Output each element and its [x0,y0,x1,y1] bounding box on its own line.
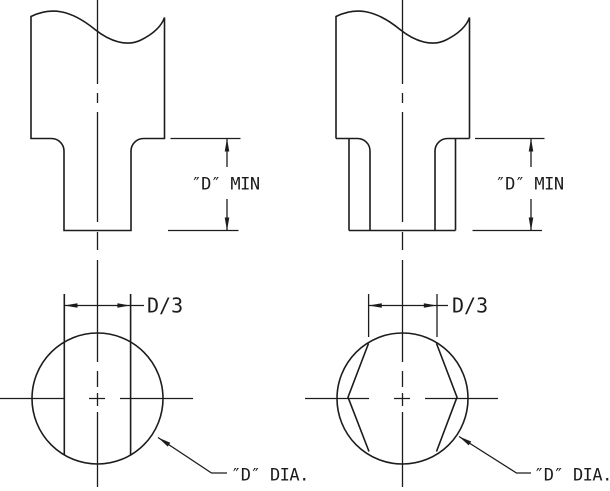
dim-label-d-min: ″D″ MIN [495,175,563,195]
leader-label-d-dia: ″D″ DIA. [534,466,610,486]
leader-d-dia: ″D″ DIA. [157,436,309,486]
dimension-d-min: ″D″ MIN [168,137,260,232]
dimension-d3: D/3 [368,294,488,318]
arrowhead-left-icon [64,303,78,308]
shaft-outline [30,10,166,232]
hex-flat-lines [347,343,458,452]
arrowhead-right-icon [117,303,131,308]
dim-label-d3: D/3 [452,294,488,318]
leader-line [458,435,531,474]
end-view-right: D/3 ″D″ DIA. [305,260,610,487]
flat-chord-lines [63,294,132,455]
dim-label-d3: D/3 [147,294,183,318]
flat-extension-lines [367,294,438,337]
arrowhead-down-icon [224,217,230,231]
leader-line [157,436,227,474]
leader-d-dia: ″D″ DIA. [458,435,610,486]
pin-flat-lines [356,137,448,231]
leader-arrowhead-icon [158,437,171,447]
dim-label-d-min: ″D″ MIN [191,175,259,195]
leader-label-d-dia: ″D″ DIA. [231,466,309,486]
dimension-d3: D/3 [64,294,183,318]
side-view-right: ″D″ MIN [335,0,564,250]
leader-arrowhead-icon [459,436,472,446]
pin-corner-lines [348,138,457,231]
end-view-left: D/3 ″D″ DIA. [0,260,309,487]
dimension-d-min: ″D″ MIN [472,137,564,232]
arrowhead-right-icon [423,303,437,308]
side-view-left: ″D″ MIN [30,0,260,250]
arrowhead-up-icon [528,138,534,152]
arrowhead-down-icon [528,217,534,231]
shaft-body-outline [335,10,471,139]
arrowhead-up-icon [224,138,230,152]
arrowhead-left-icon [368,303,382,308]
